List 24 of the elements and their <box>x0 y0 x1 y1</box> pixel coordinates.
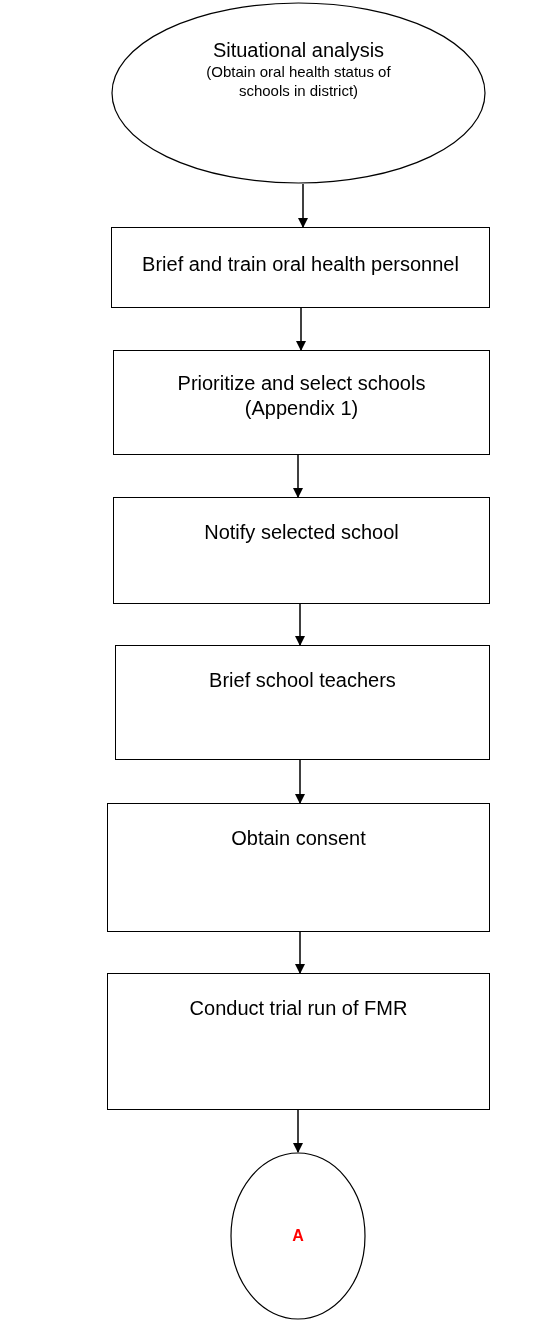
arrow <box>293 454 303 498</box>
arrow <box>295 603 305 646</box>
step-label: Notify selected school <box>203 520 400 545</box>
step-label: Conduct trial run of FMR <box>188 996 409 1021</box>
process-box <box>115 645 490 760</box>
connector-label: A <box>292 1226 304 1246</box>
arrow <box>295 759 305 804</box>
process-box <box>113 497 490 604</box>
process-box <box>107 973 490 1110</box>
step-label: Brief school teachers <box>208 668 397 693</box>
process-box <box>107 803 490 932</box>
arrow <box>296 307 306 351</box>
arrow <box>295 931 305 974</box>
process-box <box>111 227 490 308</box>
arrow <box>298 183 308 228</box>
step-label: Brief and train oral health personnel <box>141 252 460 277</box>
process-box <box>113 350 490 455</box>
arrow <box>293 1109 303 1153</box>
start-ellipse <box>111 2 486 184</box>
step-title: Situational analysis <box>212 38 385 62</box>
step-label: Prioritize and select schools (Appendix 1) <box>176 371 427 421</box>
step-label: Obtain consent <box>230 826 367 851</box>
step-note: (Obtain oral health status of schools in district) <box>205 62 392 100</box>
connector-circle <box>230 1152 366 1320</box>
